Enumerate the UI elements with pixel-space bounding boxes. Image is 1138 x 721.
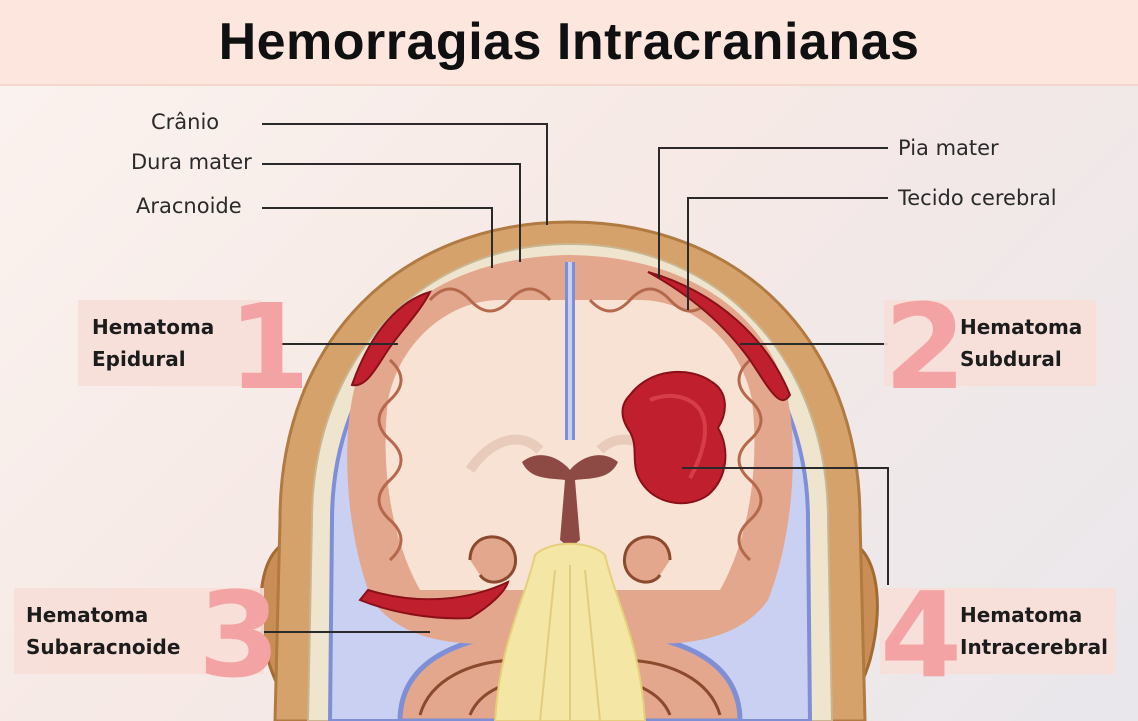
hematoma-box-3: 3 Hematoma Subaracnoide: [14, 576, 280, 694]
hematoma-2-line1: Hematoma: [960, 315, 1083, 339]
label-dura-mater: Dura mater: [131, 150, 252, 174]
ventricles: [522, 455, 618, 548]
hematoma-number-4: 4: [880, 566, 963, 704]
hematoma-number-3: 3: [198, 566, 281, 704]
leader-lines: [260, 123, 889, 633]
hematoma-3-line1: Hematoma: [26, 603, 149, 627]
leader-dura-mater: [262, 163, 521, 262]
label-tecido-cerebral: Tecido cerebral: [898, 186, 1057, 210]
hematoma-number-1: 1: [228, 278, 311, 416]
label-aracnoide: Aracnoide: [136, 194, 242, 218]
leader-cranio: [262, 123, 548, 225]
leader-pia-mater: [658, 147, 888, 278]
hematoma-1-line1: Hematoma: [92, 315, 215, 339]
hematoma-1-line2: Epidural: [92, 347, 186, 371]
label-cranio: Crânio: [151, 110, 220, 134]
hematoma-box-2: 2 Hematoma Subdural: [884, 288, 1096, 406]
hematoma-2-line2: Subdural: [960, 347, 1062, 371]
hematoma-box-4: 4 Hematoma Intracerebral: [880, 576, 1116, 694]
hematoma-number-2: 2: [884, 278, 967, 416]
leader-aracnoide: [262, 207, 493, 268]
subarachnoid-hematoma: [358, 580, 510, 620]
hematoma-4-line1: Hematoma: [960, 603, 1083, 627]
hematoma-4-line2: Intracerebral: [960, 635, 1108, 659]
leader-tecido-cerebral: [687, 197, 888, 310]
title-bar: Hemorragias Intracranianas: [0, 0, 1138, 86]
hematoma-3-line2: Subaracnoide: [26, 635, 181, 659]
subdural-hematoma: [647, 271, 792, 402]
epidural-hematoma: [350, 290, 432, 387]
leader-hematoma-4: [682, 467, 889, 585]
hematoma-box-1: 1 Hematoma Epidural: [78, 288, 310, 406]
label-pia-mater: Pia mater: [898, 136, 999, 160]
page-title: Hemorragias Intracranianas: [218, 13, 920, 71]
intracerebral-hematoma: [621, 370, 727, 505]
